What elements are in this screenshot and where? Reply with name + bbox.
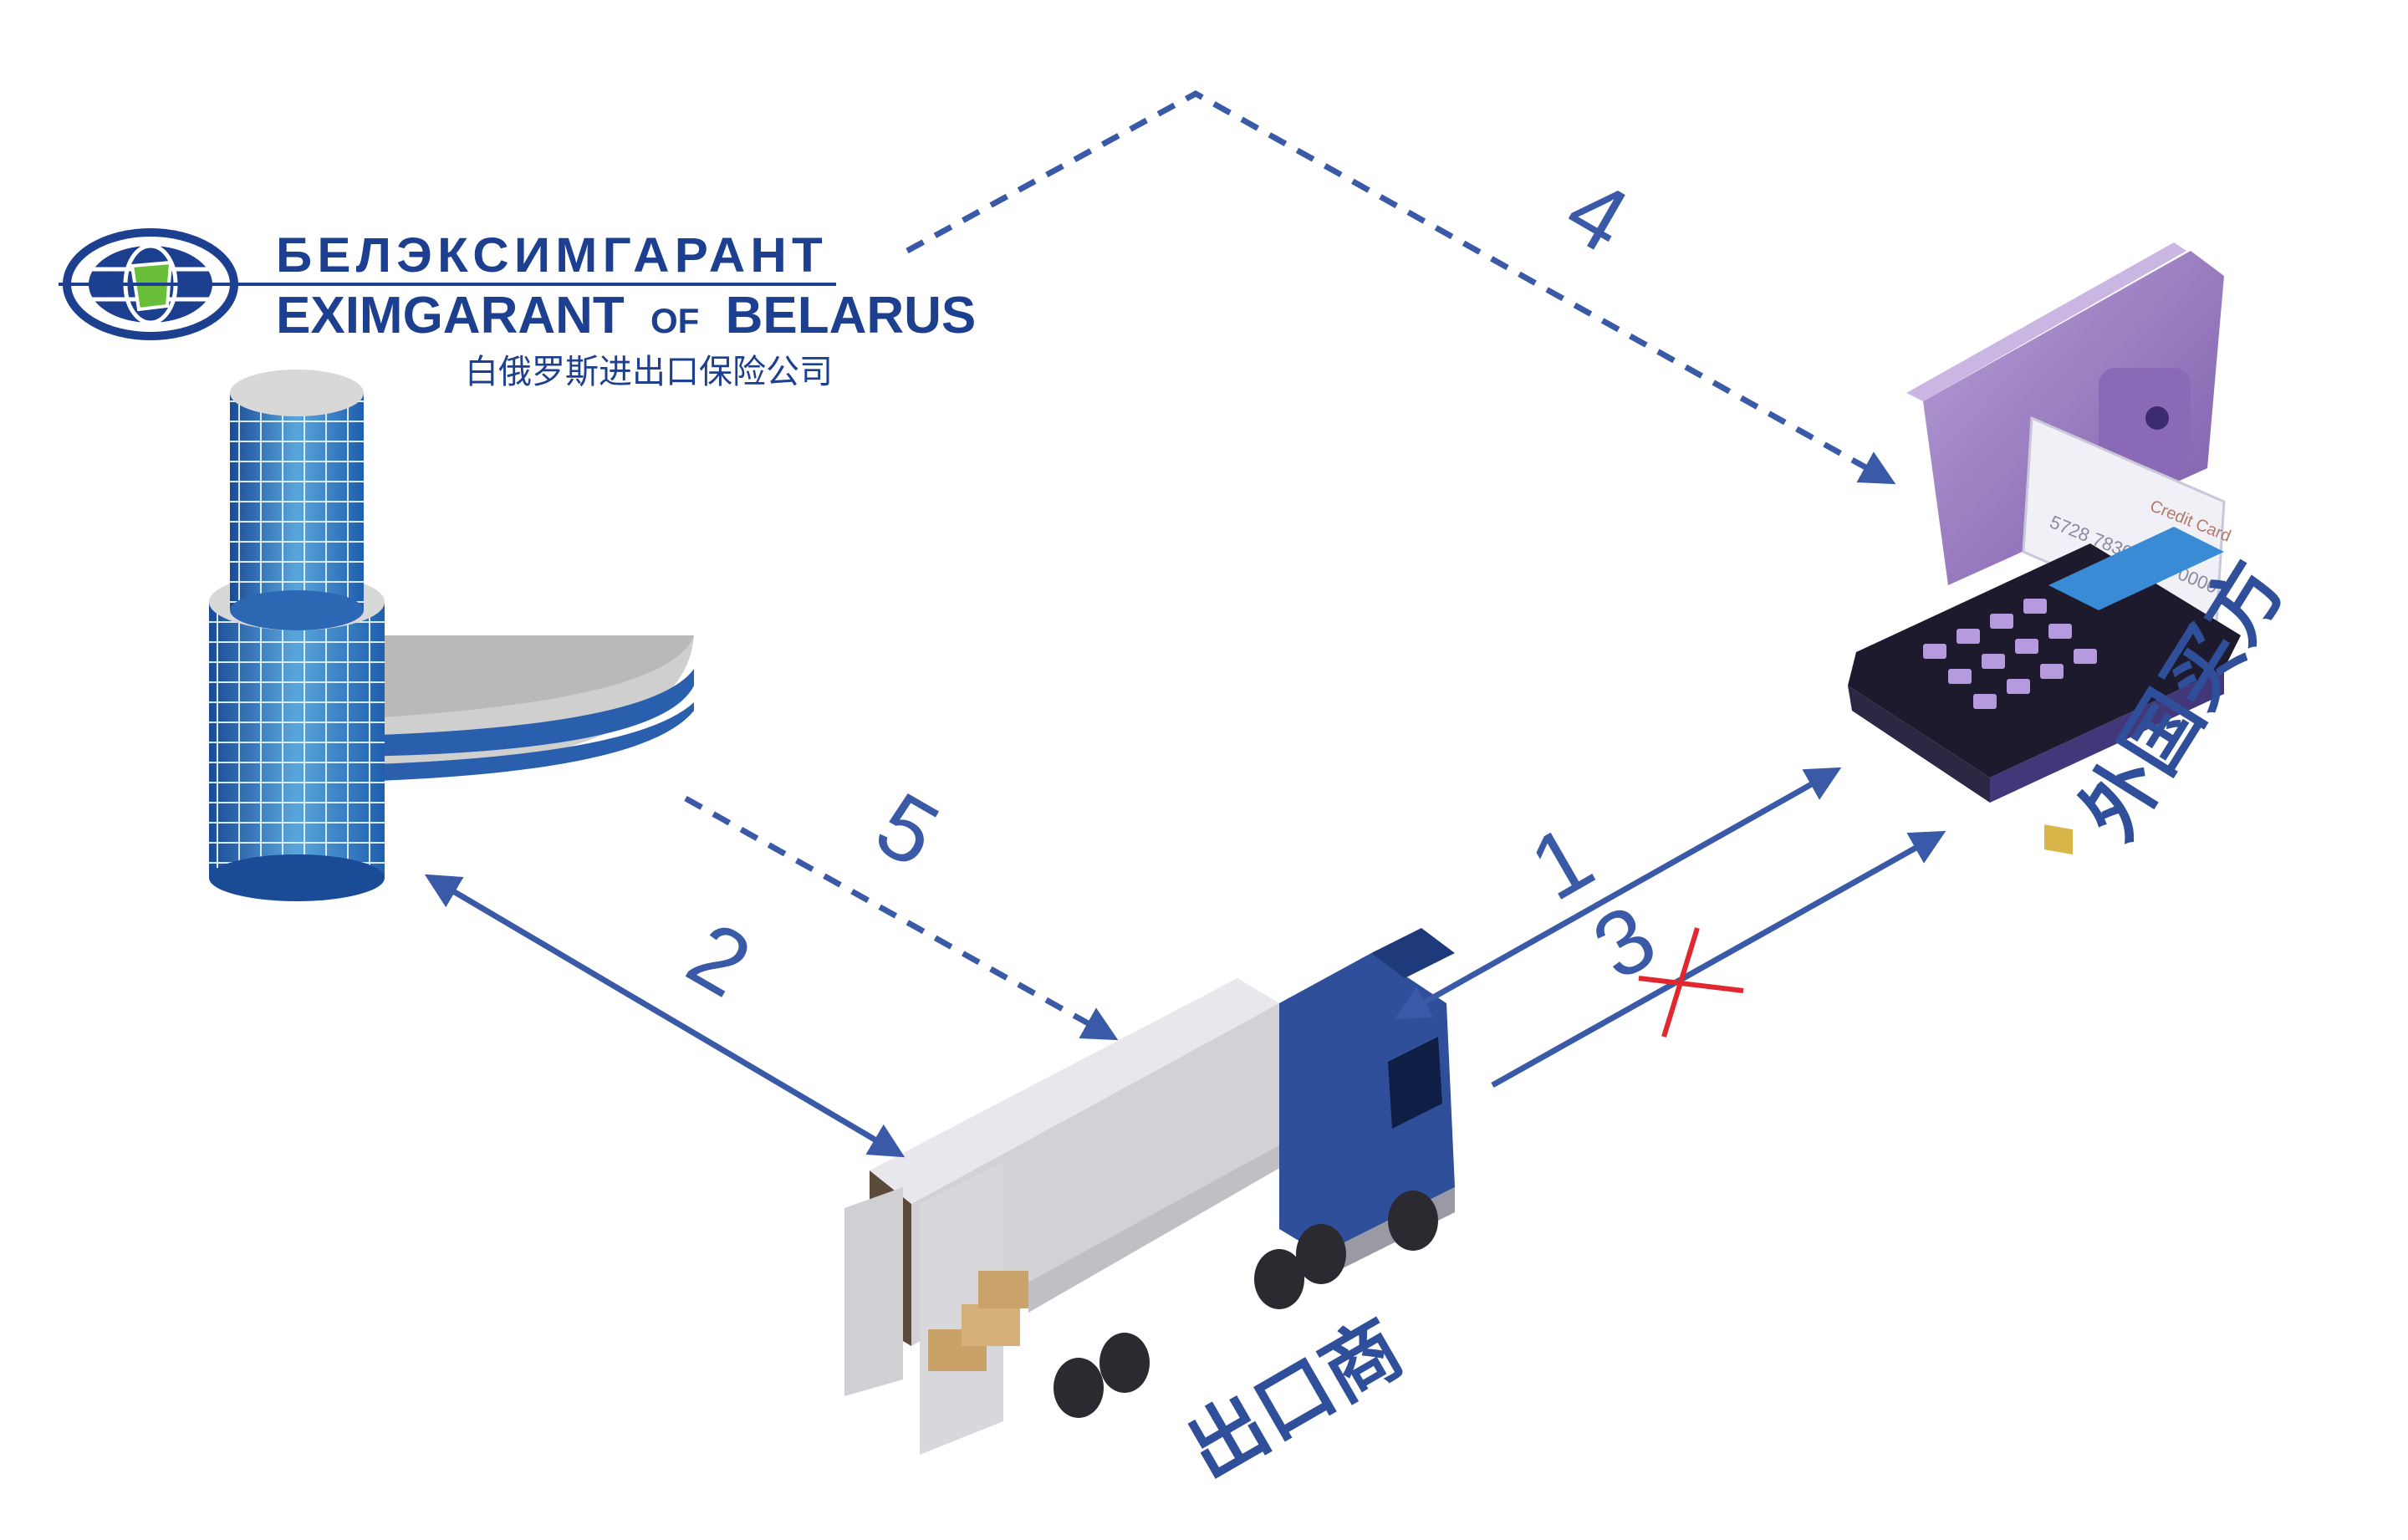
logo-name-en: EXIMGARANT OF BELARUS bbox=[276, 287, 976, 344]
logo-name-ru: БЕЛЭКСИМГАРАНТ bbox=[276, 228, 828, 283]
eximgarant-logo: БЕЛЭКСИМГАРАНТ EXIMGARANT OF BELARUS 白俄罗… bbox=[59, 228, 976, 390]
flow-2-label: 2 bbox=[671, 902, 767, 1017]
flow-2-line bbox=[424, 874, 906, 1158]
flow-arrows bbox=[424, 90, 1946, 1158]
flow-1-line bbox=[1394, 767, 1842, 1020]
exporter-label: 出口商 bbox=[1174, 1305, 1416, 1494]
flow-4-label: 4 bbox=[1549, 158, 1645, 273]
flow-4-line bbox=[906, 90, 1896, 485]
logo-name-cn: 白俄罗斯进出口保险公司 bbox=[465, 354, 833, 390]
logo-name-en-main: EXIMGARANT bbox=[276, 287, 625, 344]
logo-name-en-of: OF bbox=[650, 301, 699, 340]
flow-5-line bbox=[684, 795, 1119, 1041]
flow-5-label: 5 bbox=[860, 773, 955, 887]
logo-name-en-end: BELARUS bbox=[726, 287, 977, 344]
insurer-building-icon bbox=[209, 370, 694, 901]
flow-3-cross-icon bbox=[1638, 927, 1744, 1038]
globe-icon bbox=[59, 228, 836, 340]
truck-icon bbox=[844, 928, 1455, 1455]
wallet-pos-icon: Credit Card 5728 7830 7777 0000 bbox=[1848, 242, 2241, 855]
flow-3-line bbox=[1491, 830, 1946, 1089]
